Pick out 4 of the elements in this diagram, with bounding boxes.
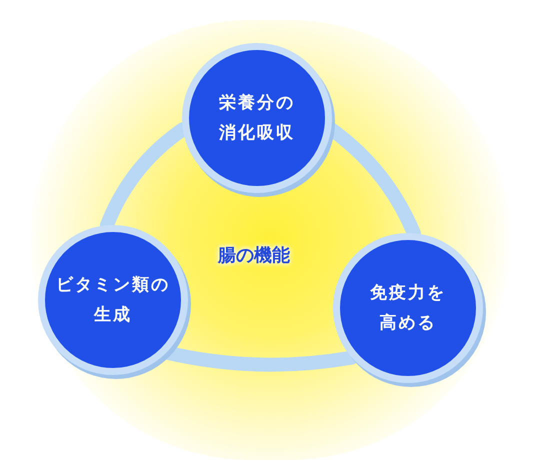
circle-text: ビタミン類の生成 (55, 274, 171, 327)
circle-text: 栄養分の消化吸収 (218, 92, 296, 145)
circle-text: 免疫力を高める (369, 282, 447, 335)
center-label: 腸の機能 (218, 244, 290, 268)
